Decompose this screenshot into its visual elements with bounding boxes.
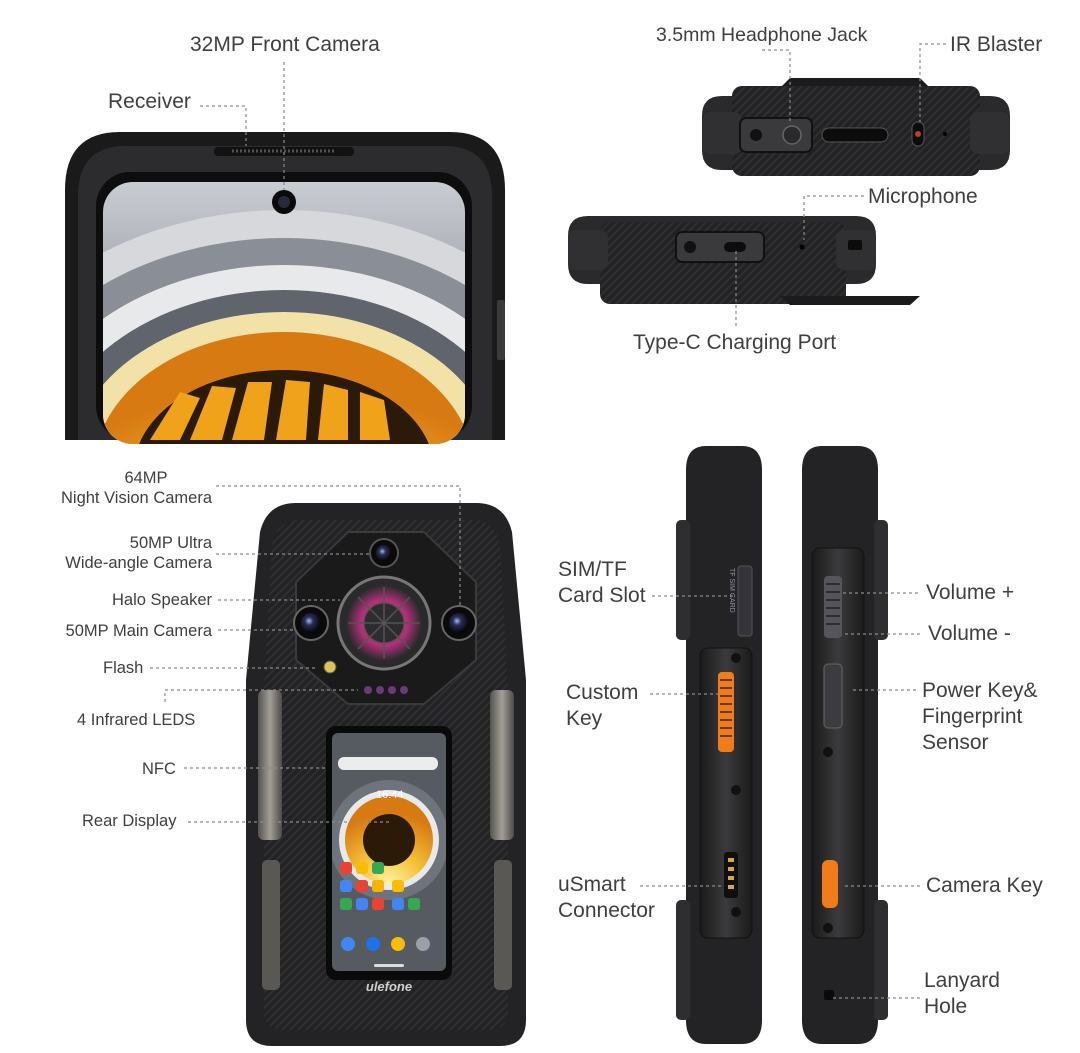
volume-up-label: Volume +	[926, 581, 1015, 604]
leader-lines	[150, 43, 946, 999]
night-vision-camera-label: 64MP Night Vision Camera	[20, 468, 212, 508]
volume-down-label: Volume -	[928, 622, 1011, 645]
flash-label: Flash	[103, 659, 144, 677]
ir-blaster-label: IR Blaster	[950, 33, 1043, 56]
power-line2: Fingerprint	[922, 705, 1023, 728]
lanyard-hole-label: Lanyard Hole	[924, 968, 1000, 1020]
custom-key-line1: Custom	[566, 681, 639, 704]
microphone-label: Microphone	[868, 185, 978, 208]
left-side-view	[676, 446, 762, 1044]
custom-key-label: Custom Key	[566, 680, 638, 732]
main-camera-label: 50MP Main Camera	[65, 622, 212, 640]
infrared-leds-label: 4 Infrared LEDS	[77, 711, 196, 729]
usmart-connector-label: uSmart Connector	[558, 872, 655, 924]
bottom-edge-view	[568, 216, 920, 305]
type-c-label: Type-C Charging Port	[633, 331, 837, 354]
nfc-label: NFC	[142, 760, 176, 778]
sim-tray-text: TF SIM CARD	[728, 568, 735, 613]
night-vision-line1: 64MP	[124, 469, 168, 487]
sim-line1: SIM/TF	[558, 558, 627, 581]
lanyard-line2: Hole	[924, 995, 968, 1018]
front-camera-label: 32MP Front Camera	[190, 33, 380, 56]
power-key-label: Power Key& Fingerprint Sensor	[922, 678, 1038, 756]
right-side-view	[802, 446, 888, 1044]
ultra-wide-line1: 50MP Ultra	[129, 534, 212, 552]
rear-display-label: Rear Display	[82, 812, 177, 830]
custom-key-line2: Key	[566, 707, 603, 730]
power-line1: Power Key&	[922, 679, 1038, 702]
lanyard-line1: Lanyard	[924, 969, 1000, 992]
halo-speaker-label: Halo Speaker	[112, 591, 212, 609]
top-edge-view	[702, 78, 1010, 176]
receiver-label: Receiver	[108, 90, 191, 113]
camera-key-label: Camera Key	[926, 874, 1043, 897]
night-vision-line2: Night Vision Camera	[60, 489, 212, 507]
front-phone	[65, 132, 505, 444]
power-line3: Sensor	[922, 731, 989, 754]
ultra-wide-line2: Wide-angle Camera	[65, 554, 212, 572]
ultra-wide-camera-label: 50MP Ultra Wide-angle Camera	[20, 533, 212, 573]
usmart-line1: uSmart	[558, 873, 626, 896]
usmart-line2: Connector	[558, 899, 655, 922]
rear-display-clock: 16:44	[376, 789, 404, 801]
headphone-jack-label: 3.5mm Headphone Jack	[656, 24, 868, 46]
sim-slot-label: SIM/TF Card Slot	[558, 557, 646, 609]
brand-logo: ulefone	[365, 979, 413, 994]
sim-line2: Card Slot	[558, 584, 646, 607]
rear-phone	[246, 503, 526, 1046]
